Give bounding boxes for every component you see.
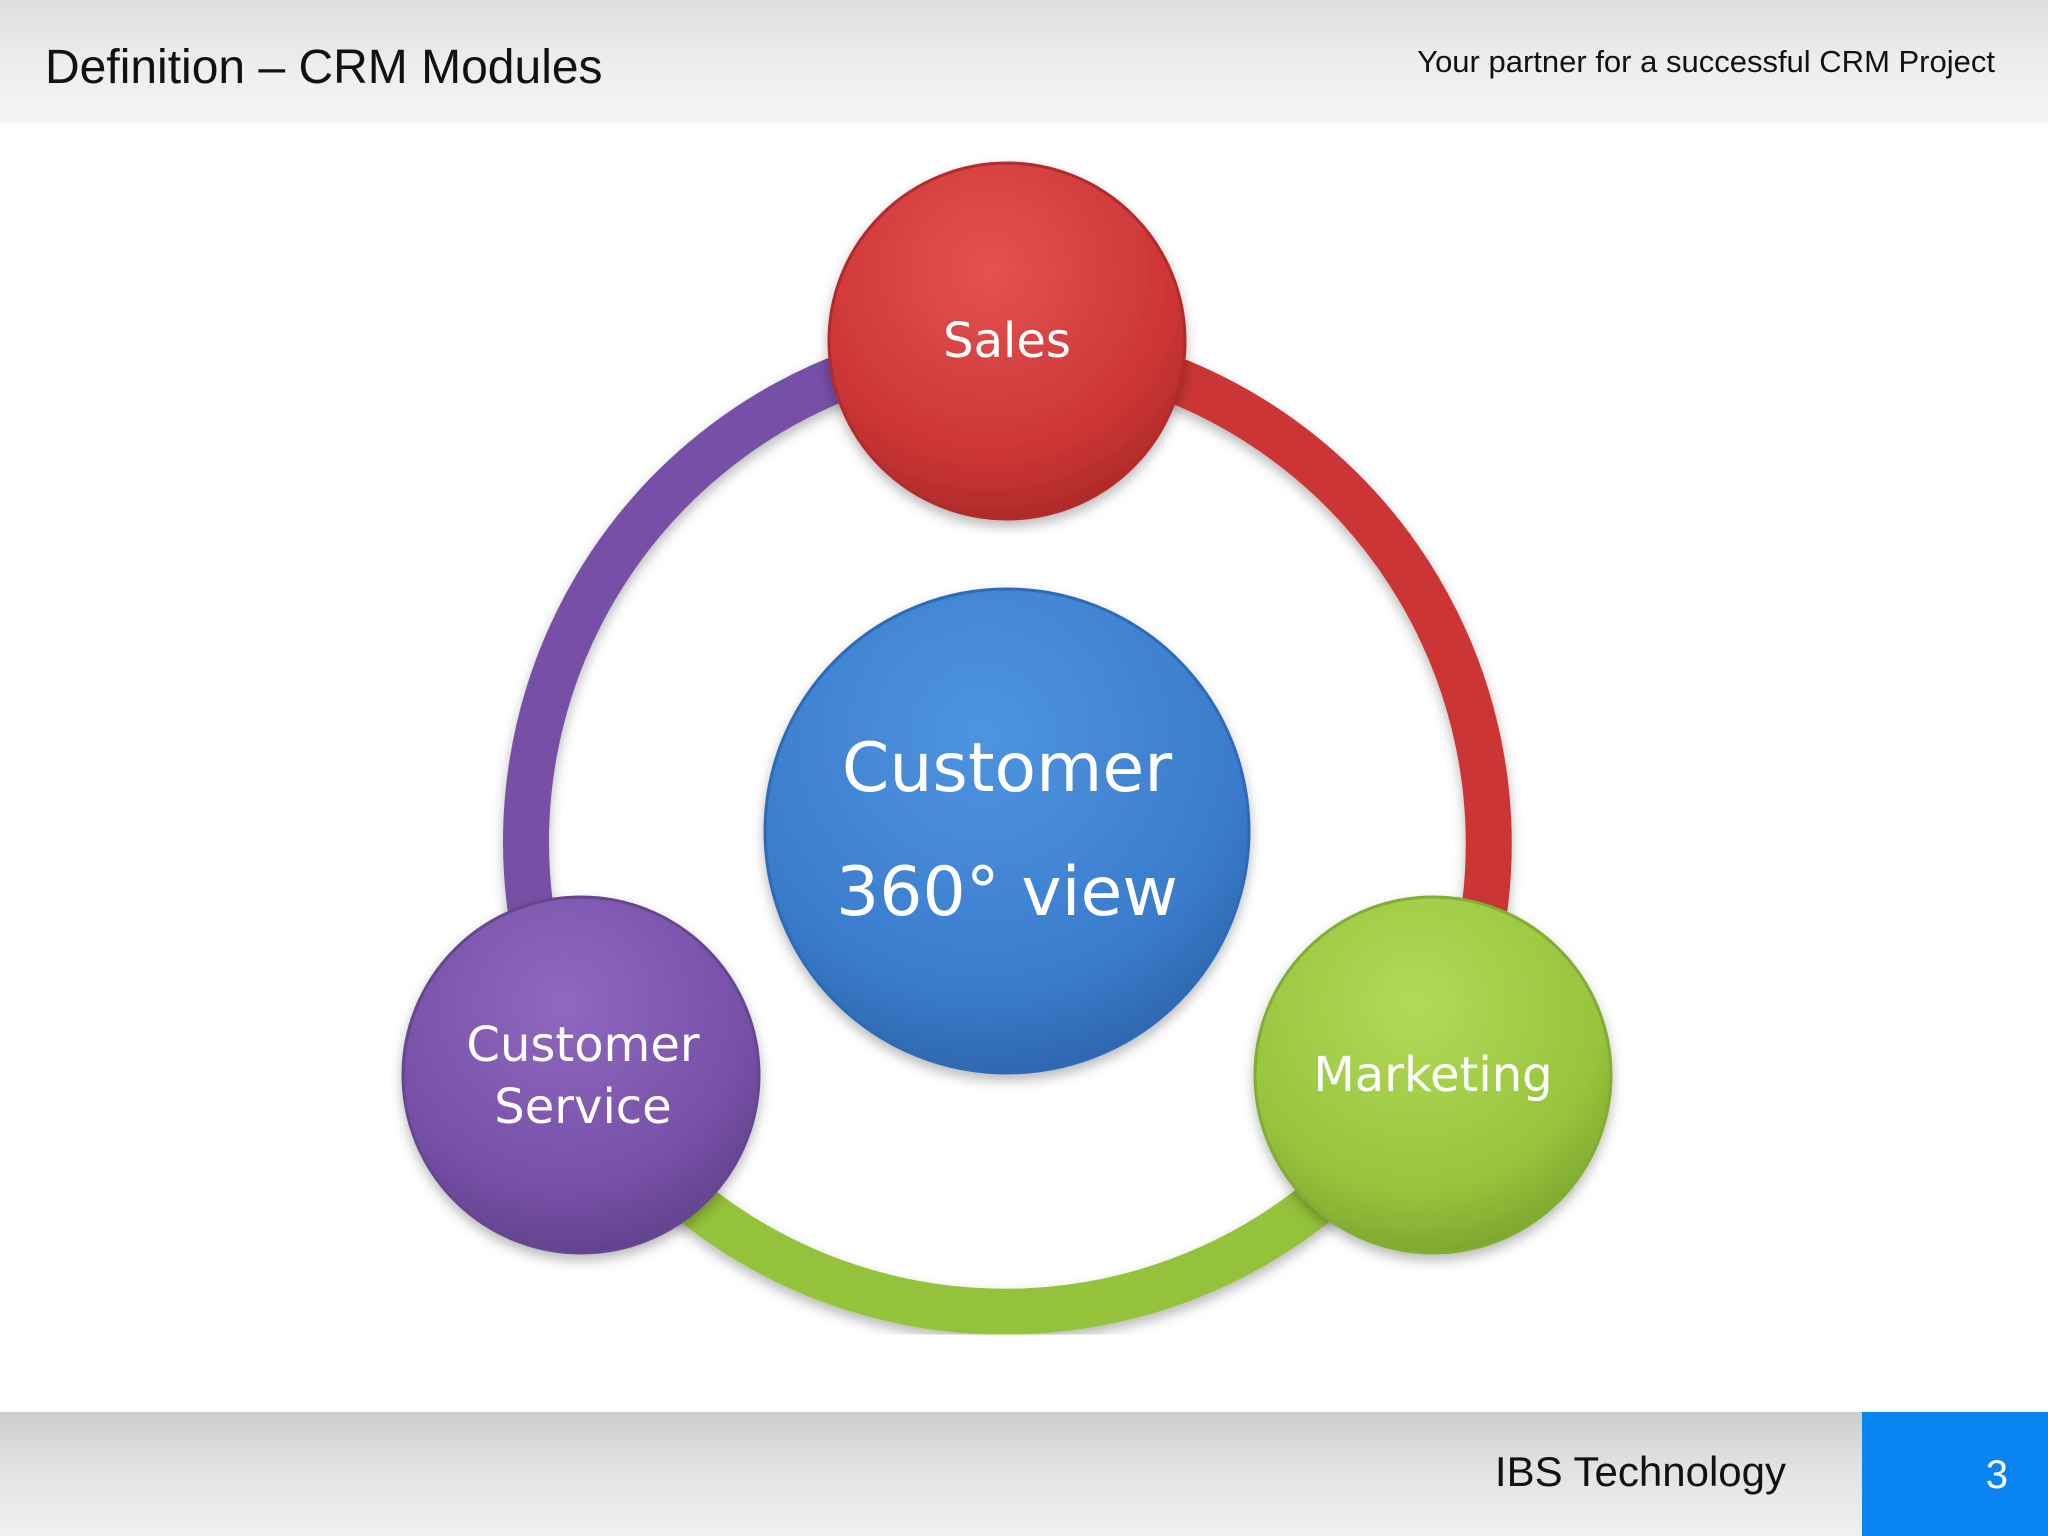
header-tagline: Your partner for a successful CRM Projec… <box>1417 44 1995 79</box>
customer-service-node: Customer Service <box>401 895 761 1255</box>
page-number: 3 <box>1985 1453 2008 1497</box>
company-name: IBS Technology <box>1494 1448 1786 1495</box>
ring-segment-marketing-service <box>667 1177 1343 1335</box>
center-label-line2: 360° view <box>836 853 1178 932</box>
page-number-box: 3 <box>1862 1412 2048 1536</box>
center-node: Customer 360° view <box>763 587 1251 1075</box>
slide-header: Definition – CRM Modules Your partner fo… <box>0 0 2048 123</box>
marketing-label: Marketing <box>1313 1047 1552 1103</box>
sales-node: Sales <box>827 161 1187 521</box>
center-label-line1: Customer <box>842 729 1172 808</box>
marketing-node: Marketing <box>1253 895 1613 1255</box>
sales-label: Sales <box>943 313 1071 369</box>
customer-service-label-line1: Customer <box>466 1017 699 1073</box>
ring-segment-service-sales <box>503 355 863 928</box>
customer-service-label-line2: Service <box>494 1079 671 1135</box>
ring-segment-sales-marketing <box>1147 355 1512 928</box>
slide-footer <box>0 1412 2048 1536</box>
slide-title: Definition – CRM Modules <box>45 41 603 94</box>
